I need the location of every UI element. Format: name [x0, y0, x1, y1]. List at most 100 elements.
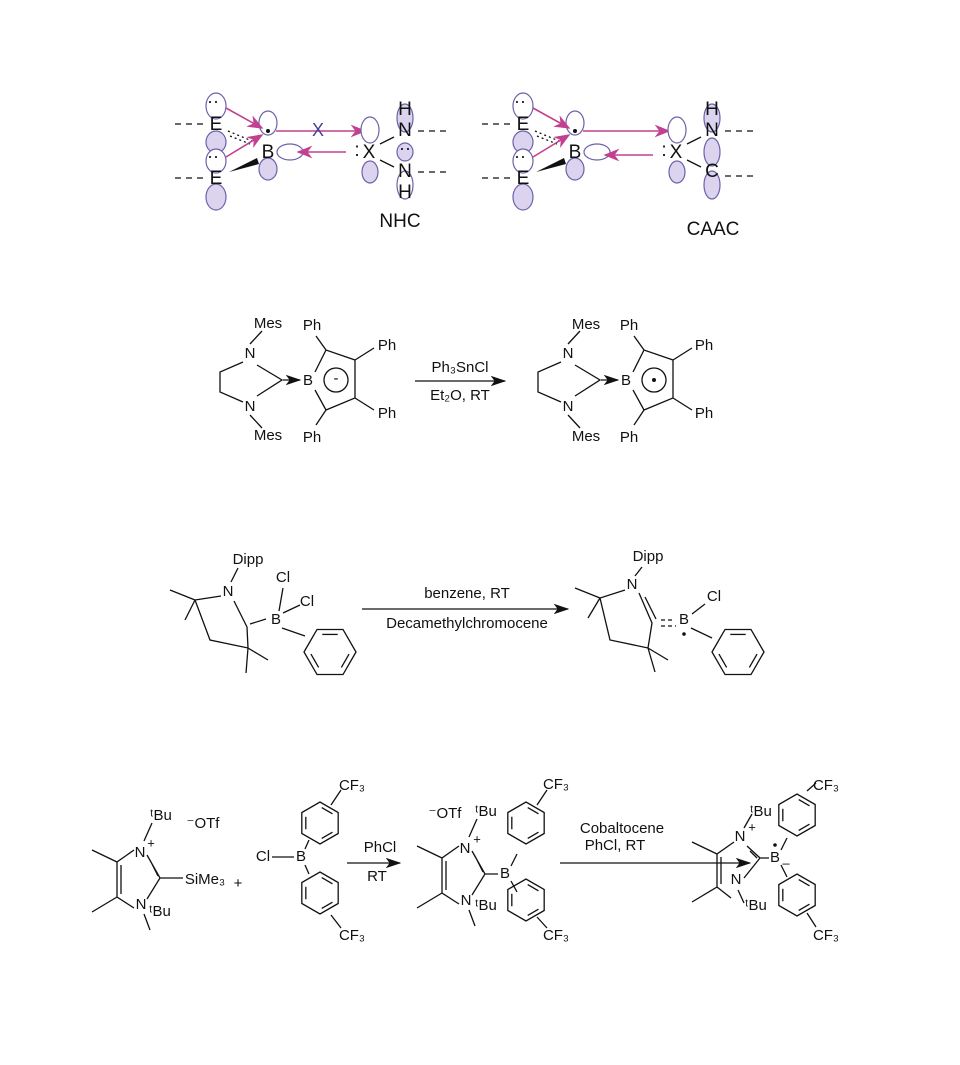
orbital-lobe — [396, 170, 414, 200]
bond — [379, 136, 395, 145]
bond — [379, 159, 395, 168]
ring-outline — [778, 873, 816, 917]
boron-atom: B — [296, 848, 306, 865]
phenyl-label: Ph — [620, 317, 638, 334]
donation-arrow — [532, 107, 571, 129]
double-bond-inner — [798, 879, 810, 887]
orbital-lobe — [703, 103, 721, 133]
hydrogen-atom: H — [398, 182, 412, 203]
reagent-label: Ph₃SnCl — [432, 359, 489, 376]
lone-pair: : — [354, 140, 359, 161]
orbital-lobe — [396, 142, 414, 162]
orbital-lobe — [512, 183, 534, 211]
boron-atom: B — [271, 611, 281, 628]
orbital-diagram-nhc: ·· ·· E E B X : X H N ·· N H NHC — [175, 91, 448, 232]
positive-charge: + — [147, 835, 155, 850]
step1-reagent: PhCl — [364, 839, 397, 856]
negative-charge: – — [782, 855, 790, 870]
wedge-bond — [229, 158, 259, 172]
double-bond-inner — [748, 653, 758, 668]
phenyl-ring — [303, 628, 357, 676]
donor-atom-e: E — [210, 114, 223, 135]
double-bond-inner — [798, 903, 810, 911]
tbu-label: ᵗBu — [745, 897, 767, 914]
phenyl-label: Ph — [303, 317, 321, 334]
orbital-lobe — [205, 148, 227, 174]
plus-sign: + — [234, 875, 243, 892]
step2-reagent: Cobaltocene — [580, 820, 664, 837]
boron-bonds — [278, 587, 306, 637]
nitrogen-atom: N — [245, 345, 256, 362]
borole-reactant: N N Mes Mes B - Ph Ph Ph Ph — [219, 315, 396, 446]
orbital-lobe — [583, 143, 611, 161]
imidazolium-reactant: N + N ᵗBu ᵗBu ⁻OTf SiMe₃ — [91, 807, 225, 931]
cf3-label: CF₃ — [813, 927, 839, 944]
boron-atom: B — [679, 611, 689, 628]
phenyl-label: Ph — [620, 429, 638, 446]
phenyl-label: Ph — [378, 337, 396, 354]
orbital-lobe — [667, 116, 687, 144]
tbu-label: ᵗBu — [750, 803, 772, 820]
double-bond-inner — [527, 831, 539, 839]
ring-outline — [507, 878, 545, 922]
chlorine-atom: Cl — [300, 593, 314, 610]
hydrogen-atom: H — [705, 99, 719, 120]
orbital-diagram-caac: ·· ·· E E B : X H N C CAAC — [482, 91, 755, 240]
lone-pair: ·· — [399, 138, 411, 158]
ring-outline — [711, 628, 765, 676]
panel-label-caac: CAAC — [687, 219, 740, 240]
nitrogen-atom: N — [705, 120, 719, 141]
ring-charge: - — [334, 370, 339, 387]
ring-outline — [507, 801, 545, 845]
dipp-label: Dipp — [633, 548, 664, 565]
boron-bonds — [690, 603, 713, 639]
trimethylsilyl-label: SiMe₃ — [185, 871, 225, 888]
borane-adduct-intermediate: ⁻OTf N + N ᵗBu ᵗBu B CF₃ CF₃ — [416, 776, 569, 944]
nitrogen-atom: N — [135, 844, 146, 861]
aryl-ring — [301, 801, 339, 845]
mes-label: Mes — [254, 315, 282, 332]
orbital-lobe — [512, 148, 534, 174]
double-bond-inner — [340, 653, 350, 668]
borole-radical-product: N N Mes Mes B Ph Ph Ph Ph — [537, 316, 713, 446]
radical-dot — [573, 129, 577, 133]
tbu-label: ᵗBu — [475, 897, 497, 914]
phenyl-label: Ph — [303, 429, 321, 446]
cf3-label: CF₃ — [339, 927, 365, 944]
tbu-label: ᵗBu — [149, 903, 171, 920]
tbu-label: ᵗBu — [475, 803, 497, 820]
chlorine-atom: Cl — [707, 588, 721, 605]
hashed-bond — [227, 130, 253, 145]
donor-atom-e: E — [517, 114, 530, 135]
aryl-ring — [778, 873, 816, 917]
positive-charge: + — [748, 819, 756, 834]
lone-pair: : — [661, 140, 666, 161]
nitrogen-atom: N — [460, 840, 471, 857]
donor-atom-e: E — [210, 168, 223, 189]
donation-arrow — [532, 134, 571, 158]
double-bond-inner — [527, 884, 539, 892]
double-bond-inner — [321, 901, 333, 909]
radical-dot — [773, 843, 777, 847]
forbidden-mark: X — [312, 120, 324, 140]
nitrogen-atom: N — [731, 871, 742, 888]
radical-dot — [682, 632, 686, 636]
nitrogen-atom: N — [398, 161, 412, 182]
orbital-lobe — [258, 157, 278, 181]
pyrrolidine-ring — [169, 567, 269, 674]
double-bond-inner — [798, 799, 810, 807]
carbene-atom: X — [670, 142, 683, 163]
cf3-label: CF₃ — [813, 777, 839, 794]
nitrogen-atom: N — [461, 892, 472, 909]
chlorine-atom: Cl — [256, 848, 270, 865]
double-bond-inner — [718, 653, 728, 668]
orbital-lobe — [205, 183, 227, 211]
triflate-counterion: ⁻OTf — [187, 815, 221, 832]
nitrogen-atom: N — [563, 345, 574, 362]
chlorine-atom: Cl — [276, 569, 290, 586]
partial-double-bond — [661, 619, 676, 627]
phenyl-label: Ph — [378, 405, 396, 422]
hashed-bond — [534, 130, 560, 145]
